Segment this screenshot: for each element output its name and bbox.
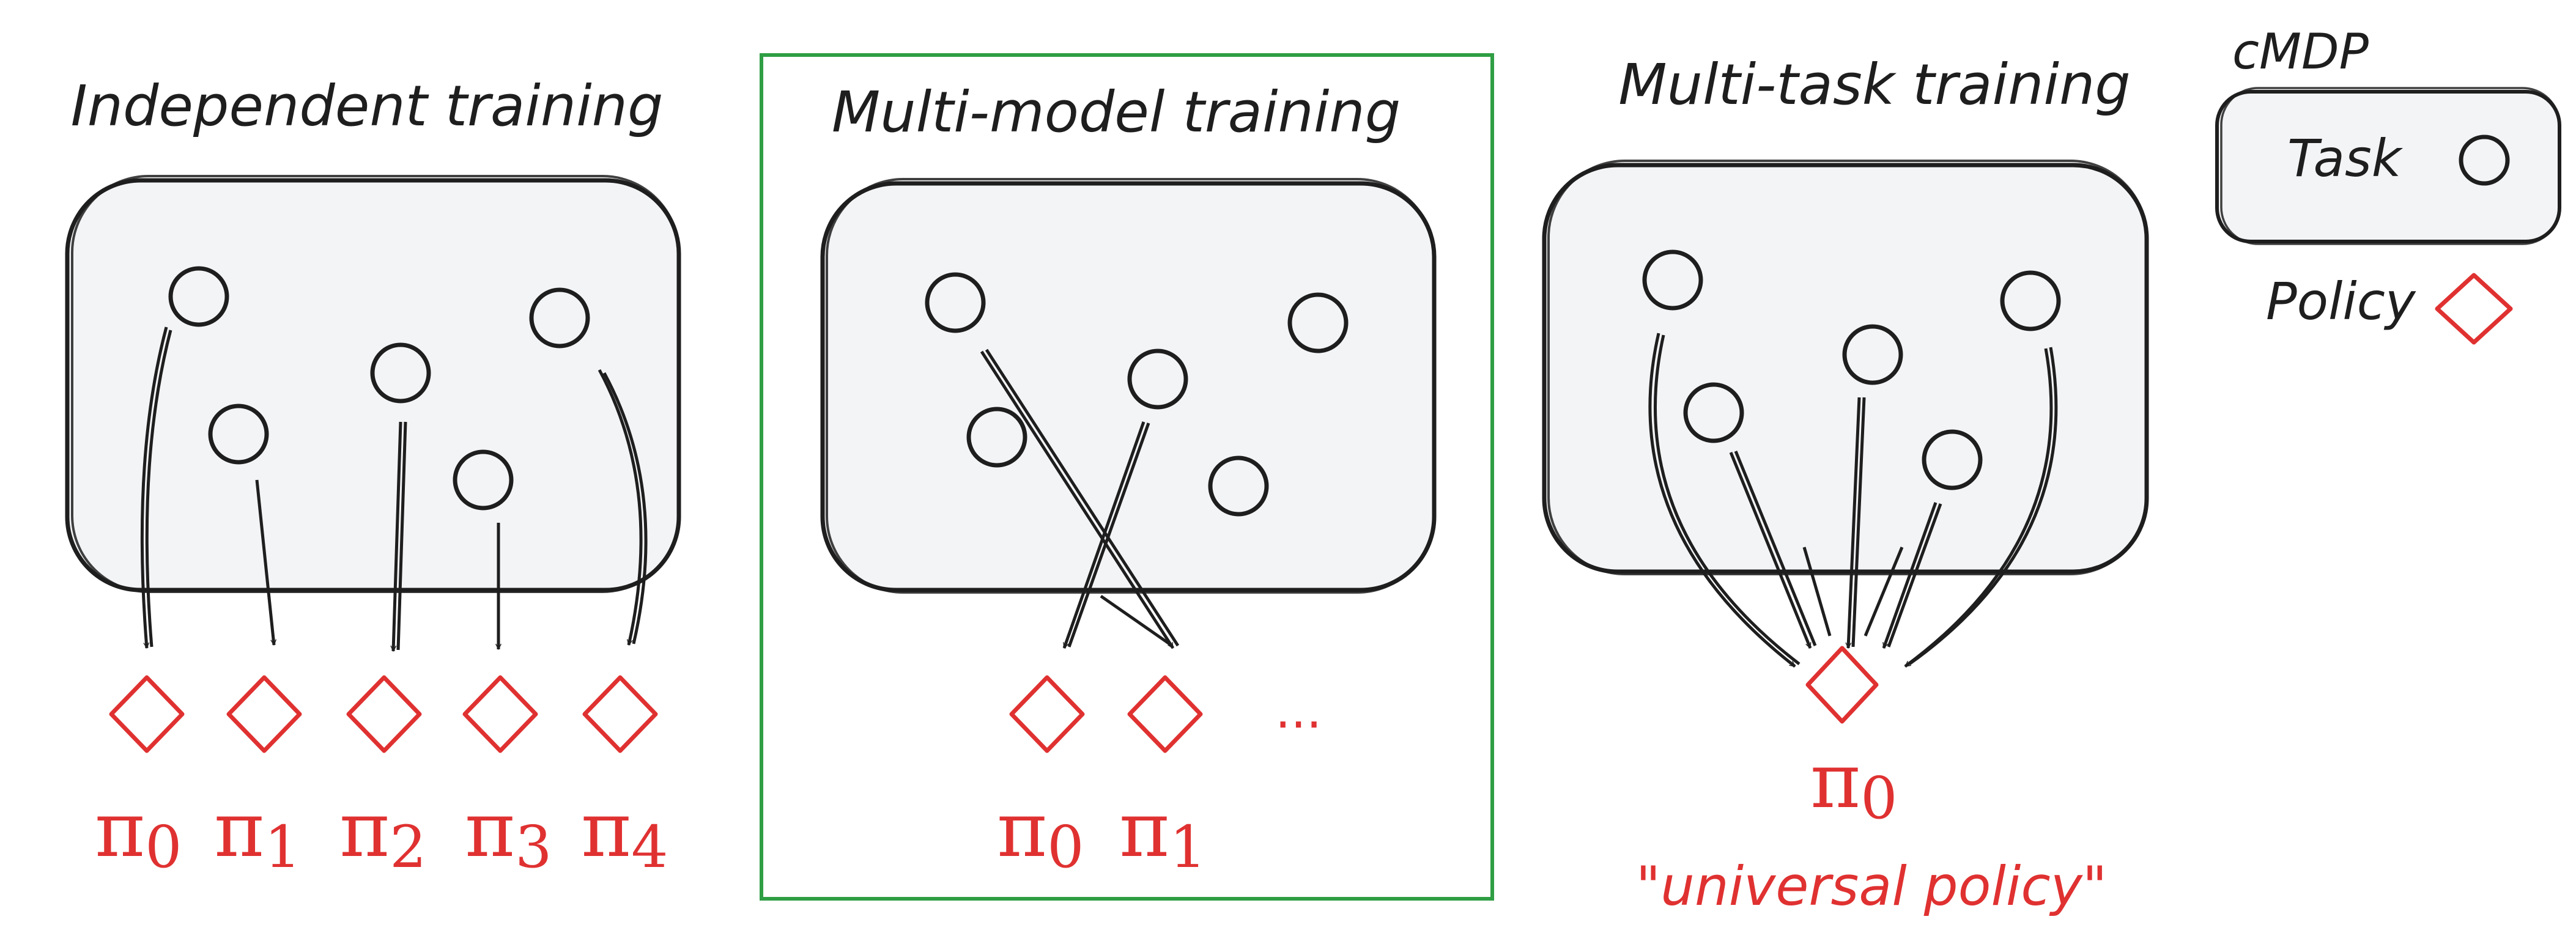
policy-diamond [226, 675, 302, 753]
ellipsis: ... [1275, 682, 1322, 739]
legend-policy-diamond [2435, 273, 2513, 345]
task-node [1842, 324, 1903, 385]
legend-policy-label: Policy [2266, 271, 2416, 331]
cmdp-box [1542, 163, 2149, 574]
policy-diamonds [1009, 675, 1203, 753]
task-node [1642, 249, 1703, 311]
arrow [1908, 347, 2058, 666]
arrow [1887, 503, 1942, 647]
policy-diamond [1805, 646, 1879, 724]
task-node [1127, 348, 1188, 410]
training-arrows [140, 326, 648, 652]
task-node [1922, 429, 1983, 490]
cmdp-box-sketch-line [71, 175, 680, 593]
arrow [1734, 451, 1817, 646]
arrow [1864, 547, 1904, 636]
arrow [145, 330, 172, 647]
policy-diamond [582, 675, 658, 753]
task-node [453, 449, 514, 511]
policy-diamond [109, 675, 185, 753]
panel-multi-task-training: Multi-task training π0 "universal policy… [1542, 52, 2149, 918]
legend: cMDP Task Policy [2215, 23, 2561, 345]
cmdp-box [820, 181, 1437, 592]
training-arrows [980, 348, 1180, 649]
arrow [1648, 333, 1796, 668]
arrow [1653, 334, 1801, 665]
panel-independent-training: Independent training π0 π1 [65, 73, 681, 881]
arrow [1851, 397, 1866, 647]
arrow [1845, 397, 1861, 649]
policy-label: π1 [1119, 786, 1207, 881]
policy-label: π3 [465, 786, 552, 881]
panel-multi-model-training: Multi-model training ... π0 π1 [760, 53, 1494, 901]
policy-labels: π0 π1 π2 π3 π4 [95, 786, 668, 881]
arrow [396, 421, 407, 651]
policy-label: π0 [95, 786, 182, 881]
policy-label: π0 [1810, 737, 1898, 832]
arrow [985, 348, 1180, 647]
policy-diamond [1127, 675, 1203, 753]
legend-task-node [2459, 135, 2510, 186]
task-node [925, 272, 986, 333]
arrow [598, 369, 643, 646]
cmdp-box-sketch-line [826, 178, 1435, 594]
task-node [1287, 292, 1349, 353]
legend-task-label: Task [2287, 128, 2404, 188]
task-node [529, 287, 590, 348]
arrow [1802, 547, 1832, 636]
policy-diamond [462, 675, 538, 753]
highlight-frame [760, 53, 1494, 901]
arrow [1067, 422, 1150, 647]
arrow [602, 372, 648, 644]
arrow [390, 421, 402, 652]
arrow [980, 350, 1175, 649]
cmdp-box-sketch-line [1547, 160, 2148, 575]
arrow [1729, 452, 1812, 649]
task-node [1208, 455, 1269, 517]
task-node [370, 342, 431, 404]
arrow [1904, 348, 2053, 668]
legend-cmdp-box-sketch-line [2220, 87, 2561, 245]
training-arrows [1648, 333, 2058, 668]
policy-label: π1 [214, 786, 302, 881]
policy-label: π0 [997, 786, 1084, 881]
policy-diamond [346, 675, 422, 753]
arrow [255, 479, 277, 646]
policy-label: π4 [581, 786, 668, 881]
task-node [1683, 382, 1744, 443]
task-node [966, 407, 1027, 468]
policy-label: π2 [339, 786, 427, 881]
task-node [2000, 270, 2061, 331]
task-node [168, 266, 229, 327]
universal-policy-caption: "universal policy" [1636, 855, 2108, 918]
policy-diamonds [109, 675, 658, 753]
policy-labels: π0 π1 [997, 786, 1207, 881]
arrow [140, 326, 168, 649]
panel-title: Multi-task training [1618, 52, 2130, 117]
panel-title: Multi-model training [832, 79, 1401, 145]
panel-title: Independent training [71, 73, 664, 139]
legend-title: cMDP [2232, 23, 2369, 80]
arrow [1062, 421, 1146, 649]
arrow [1882, 502, 1938, 649]
arrow [1100, 594, 1172, 647]
task-node [208, 404, 269, 465]
policy-diamond [1009, 675, 1085, 753]
